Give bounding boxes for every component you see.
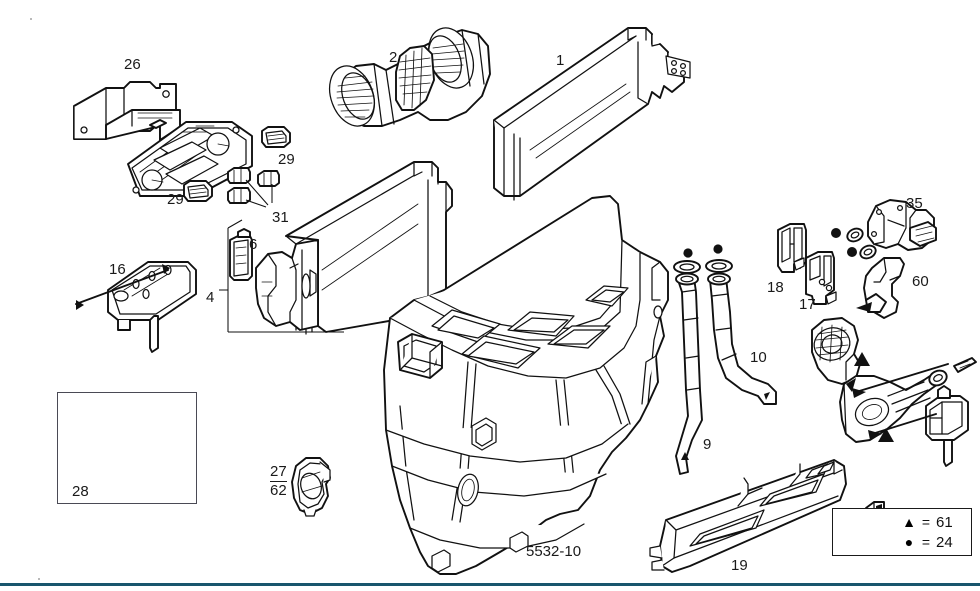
part-1-heater-core	[493, 27, 691, 201]
seal-ring-c	[928, 369, 948, 387]
part-31-clip-b	[257, 170, 280, 187]
footer-rule	[0, 583, 980, 586]
part-pin	[953, 357, 977, 373]
legend-number: 61	[936, 513, 953, 531]
part-main-hvac-housing	[383, 195, 669, 575]
part-60-lever	[856, 257, 905, 319]
callout-27: 27	[270, 463, 287, 480]
callout-1: 1	[556, 52, 565, 69]
part-18-bracket	[777, 223, 807, 273]
marker-24-b	[847, 247, 857, 257]
part-29-knob-b	[183, 180, 213, 202]
callout-27-62: 27 62	[270, 464, 287, 499]
callout-26: 26	[124, 56, 141, 73]
part-control-panel-upper	[127, 121, 253, 197]
page-speck	[30, 18, 32, 20]
callout-35: 35	[906, 195, 923, 212]
callout-2: 2	[389, 49, 398, 66]
part-29-knob-a	[261, 126, 291, 148]
leader-31-c	[245, 199, 267, 208]
triangle-icon: ▲	[902, 514, 916, 530]
callout-28: 28	[72, 483, 89, 500]
callout-29-b: 29	[167, 191, 184, 208]
callout-4: 4	[206, 289, 215, 306]
legend-row: ● = 24	[902, 532, 972, 552]
circle-icon: ●	[904, 534, 914, 550]
page-speck	[38, 578, 40, 580]
part-19-vent-grille	[649, 459, 847, 573]
diagram-code: 5532-10	[526, 543, 582, 560]
part-26-control-module	[73, 81, 181, 141]
part-17-bracket	[805, 251, 837, 305]
legend-row: ▲ = 61	[902, 512, 972, 532]
callout-16: 16	[109, 261, 126, 278]
part-relay-switch	[868, 385, 969, 467]
callout-29-a: 29	[278, 151, 295, 168]
seal-ring-b	[859, 244, 877, 260]
inset-panel-28	[57, 392, 197, 504]
arrow-assembly	[855, 363, 949, 393]
legend-number: 24	[936, 533, 953, 551]
callout-17: 17	[799, 296, 816, 313]
marker-61-a	[854, 352, 870, 366]
part-2-blower-motor	[328, 27, 491, 127]
marker-61-b	[878, 428, 894, 442]
leader-31-a	[245, 179, 269, 206]
part-6-expansion-valve	[229, 228, 253, 281]
legend-equals: =	[921, 514, 931, 530]
part-61-blower-small	[811, 317, 861, 385]
housing-inlet-duct	[397, 333, 443, 379]
part-16-filter-housing	[75, 261, 197, 353]
callout-18: 18	[767, 279, 784, 296]
leader-4-bracket	[219, 219, 344, 333]
callout-19: 19	[731, 557, 748, 574]
callout-9: 9	[703, 436, 712, 453]
seal-ring-a	[846, 227, 864, 243]
part-31-clip-a	[227, 167, 251, 184]
callout-31: 31	[272, 209, 289, 226]
marker-24-a	[831, 228, 841, 238]
fraction-rule	[270, 480, 287, 482]
callout-60: 60	[912, 273, 929, 290]
callout-10: 10	[750, 349, 767, 366]
legend-rows: ▲ = 61 ● = 24	[902, 512, 972, 552]
legend-equals: =	[921, 534, 931, 550]
part-27-62-resistor	[291, 457, 331, 517]
part-10-hose-upper	[705, 244, 777, 405]
part-31-clip-c	[227, 187, 251, 204]
legend-box	[832, 508, 972, 556]
part-9-hose-lower	[673, 248, 703, 475]
callout-62: 62	[270, 481, 287, 499]
part-35-actuator	[867, 199, 937, 251]
part-evaporator-core	[255, 161, 453, 335]
callout-6: 6	[249, 236, 258, 253]
